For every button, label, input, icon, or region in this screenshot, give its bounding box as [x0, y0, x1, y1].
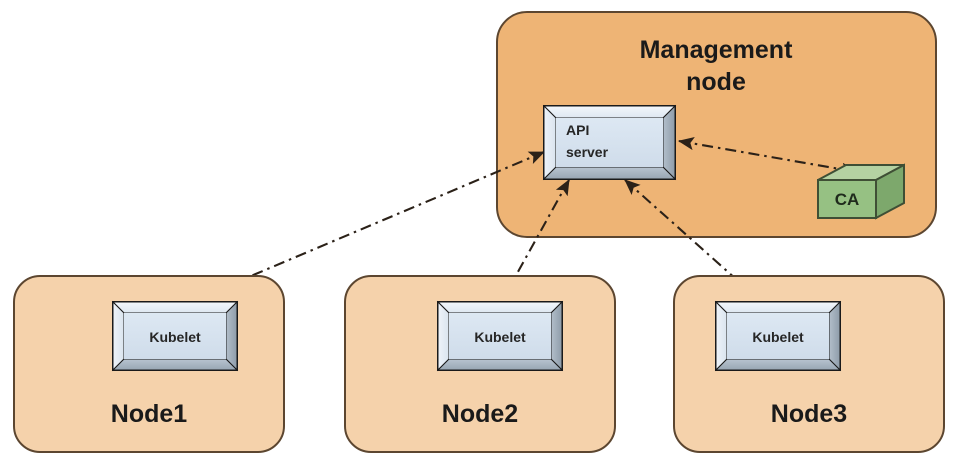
api-server-label-line1: API [566, 122, 589, 138]
connector-api-server-to-kubelet3[interactable] [624, 179, 766, 306]
node3-zone[interactable]: Kubelet Node3 [673, 275, 945, 453]
kubelet3-box[interactable]: Kubelet [714, 300, 842, 372]
node2-label: Node2 [442, 400, 518, 428]
kubelet1-label: Kubelet [149, 329, 201, 345]
connector-api-server-to-ca[interactable] [677, 136, 858, 176]
kubelet1-box[interactable]: Kubelet [111, 300, 239, 372]
kubelet3-label: Kubelet [752, 329, 804, 345]
kubelet2-label: Kubelet [474, 329, 526, 345]
node1-label: Node1 [111, 400, 188, 428]
ca-front-face [817, 179, 877, 219]
node1-zone[interactable]: Kubelet Node1 [13, 275, 285, 453]
api-server-label-line2: server [566, 144, 609, 160]
api-server-box[interactable]: API server [542, 104, 677, 181]
ca-box[interactable]: CA [817, 163, 905, 220]
kubelet2-box[interactable]: Kubelet [436, 300, 564, 372]
management-node-label-line2: node [686, 68, 746, 96]
management-node-label-line1: Management [640, 36, 793, 64]
node3-label: Node3 [771, 400, 847, 428]
ca-label: CA [835, 190, 860, 209]
node2-zone[interactable]: Kubelet Node2 [344, 275, 616, 453]
